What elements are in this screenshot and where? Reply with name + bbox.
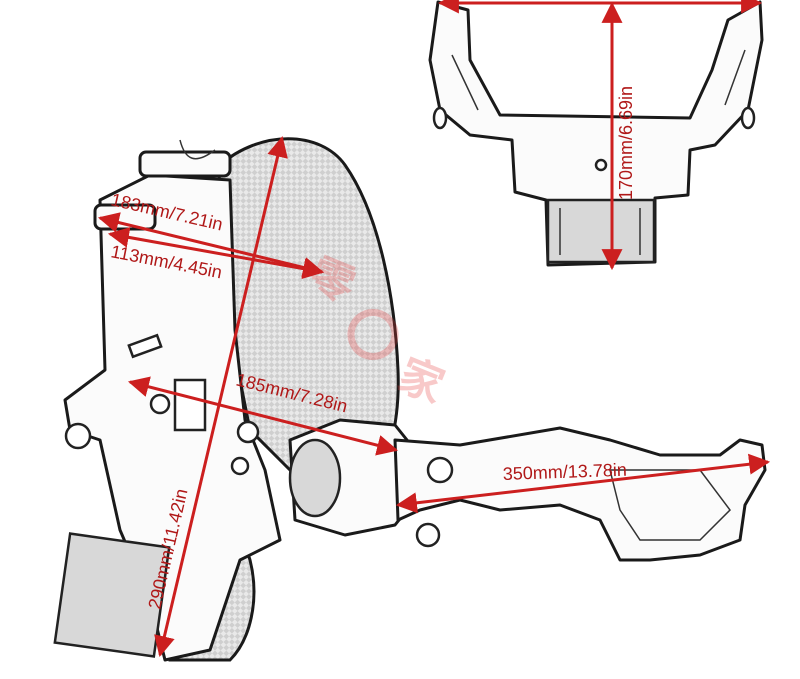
dim-line-350 xyxy=(395,453,771,514)
dimension-lines xyxy=(97,0,771,658)
bracket-hole-center xyxy=(594,158,608,172)
plate-hole-4 xyxy=(230,456,250,476)
arm-hole-1 xyxy=(426,456,454,484)
plate-hole-3 xyxy=(236,420,260,444)
hub-end-cap xyxy=(288,438,342,518)
bracket-slot-right xyxy=(740,106,756,130)
dim-label-350: 350mm/13.78in xyxy=(502,460,627,484)
plate-window xyxy=(173,378,207,432)
dim-line-290 xyxy=(154,135,288,658)
plate-hole-1 xyxy=(64,422,92,450)
dim-label-170: 170mm/6.69in xyxy=(616,86,636,200)
watermark-glyph-2: 家 xyxy=(391,349,451,413)
front-view-bracket xyxy=(428,0,764,267)
bracket-clamp-block xyxy=(546,198,656,264)
arm-hole-2 xyxy=(415,522,441,548)
swing-arm xyxy=(393,426,767,562)
plate-hole-2 xyxy=(149,393,171,415)
bracket-slot-left xyxy=(432,106,448,130)
signal-mount-upper xyxy=(138,150,232,178)
watermark-circle xyxy=(347,308,399,360)
